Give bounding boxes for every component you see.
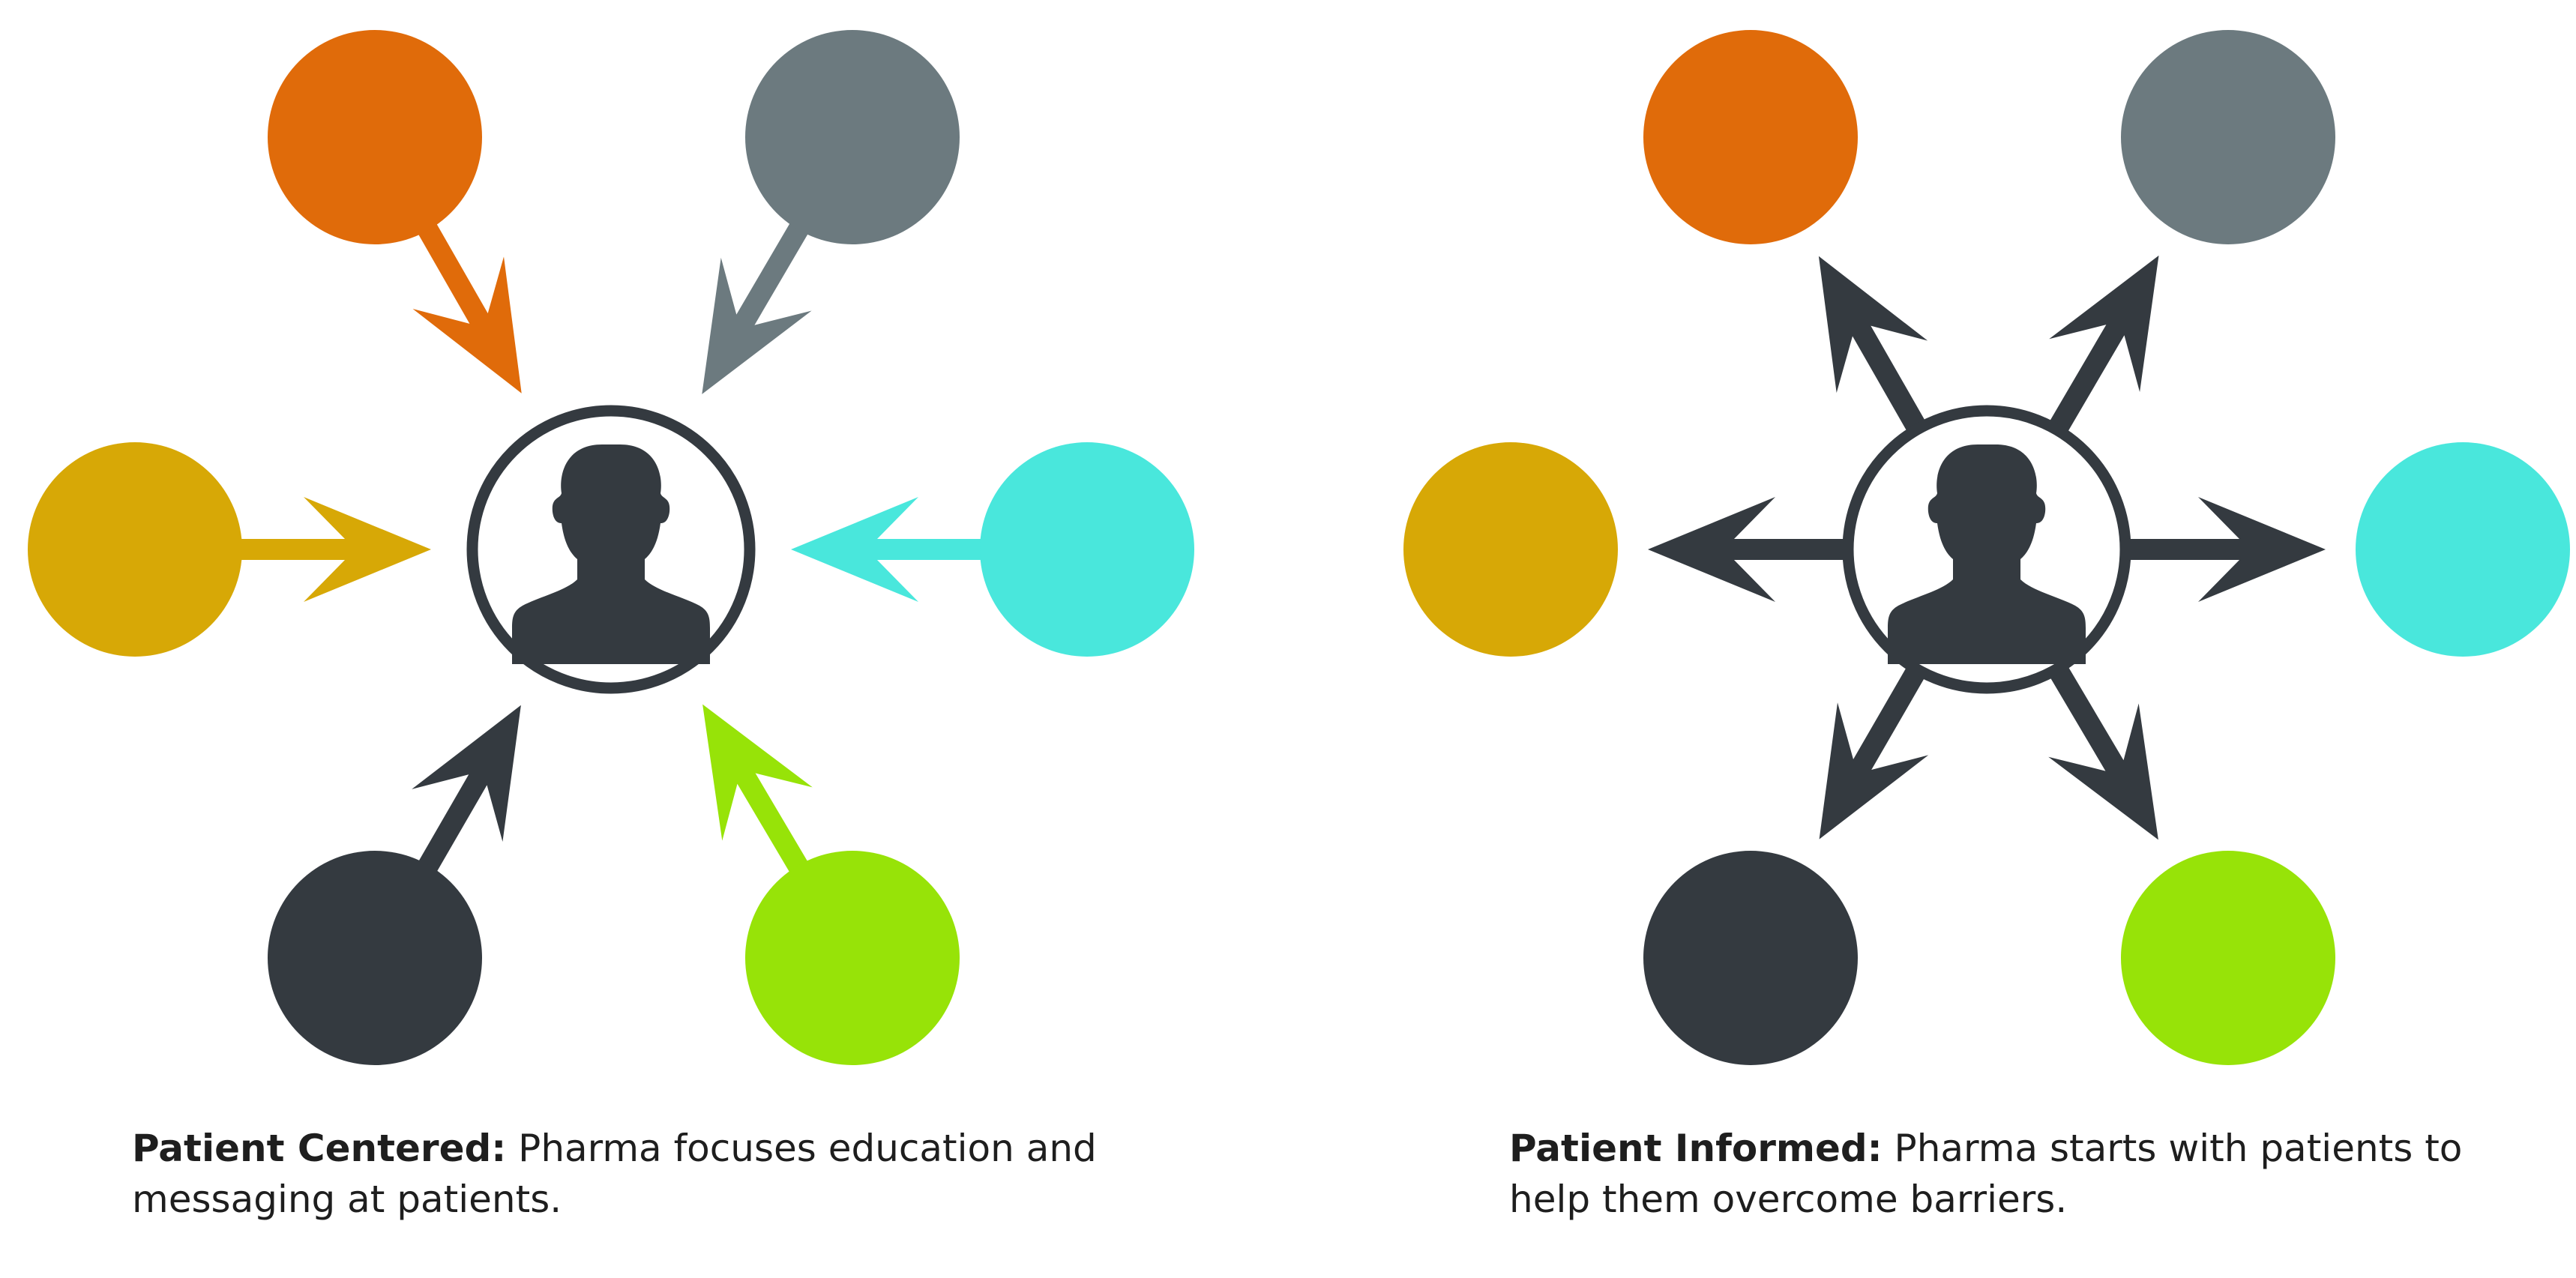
node-yellow — [1403, 442, 1618, 657]
node-orange — [1643, 30, 1858, 244]
arrow-dark-to-center — [412, 705, 521, 884]
arrow-center-to-dark — [1819, 660, 1929, 840]
caption-title: Patient Centered: — [132, 1127, 507, 1170]
arrow-center-to-gray — [2045, 255, 2159, 438]
arrow-green-to-center — [702, 704, 815, 884]
node-dark — [268, 851, 482, 1065]
arrow-center-to-cyan — [2122, 497, 2326, 602]
caption-patient-centered: Patient Centered: Pharma focuses educati… — [132, 1123, 1107, 1225]
caption-patient-informed: Patient Informed: Pharma starts with pat… — [1509, 1123, 2484, 1225]
caption-title: Patient Informed: — [1509, 1127, 1883, 1170]
arrow-cyan-to-center — [791, 497, 995, 602]
arrow-center-to-yellow — [1648, 497, 1852, 602]
arrow-orange-to-center — [412, 211, 522, 394]
node-orange — [268, 30, 482, 244]
caption-body: Pharma focuses education and messaging a… — [132, 1127, 1097, 1221]
panel-patient-centered — [28, 30, 1194, 1065]
node-cyan — [980, 442, 1194, 657]
node-yellow — [28, 442, 242, 657]
node-gray — [2121, 30, 2335, 244]
caption-body: Pharma starts with patients to help them… — [1509, 1127, 2463, 1221]
node-gray — [745, 30, 960, 244]
panel-patient-informed — [1403, 30, 2570, 1065]
arrow-yellow-to-center — [227, 497, 431, 602]
node-dark — [1643, 851, 1858, 1065]
node-green — [2121, 851, 2335, 1065]
arrow-gray-to-center — [702, 211, 815, 394]
arrow-center-to-green — [2046, 660, 2158, 840]
arrow-center-to-orange — [1818, 256, 1929, 438]
node-cyan — [2356, 442, 2570, 657]
node-green — [745, 851, 960, 1065]
